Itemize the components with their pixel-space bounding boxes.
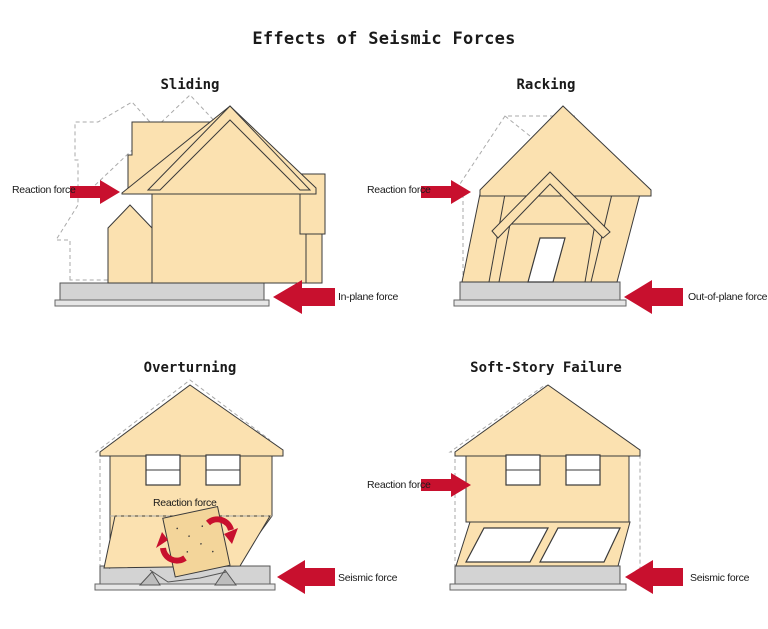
front-gable [146, 105, 312, 191]
rotation-arrow-bottom [160, 547, 187, 564]
label-out-of-plane-force: Out-of-plane force [688, 291, 768, 303]
seismic-force-arrow [277, 560, 335, 594]
main-wall [151, 191, 309, 284]
label-seismic-force: Seismic force [338, 572, 398, 584]
house-racking [451, 105, 652, 307]
foundation-footing [94, 583, 276, 591]
label-reaction-force: Reaction force [153, 497, 217, 509]
roof [479, 105, 652, 197]
roof [99, 384, 284, 457]
ghost-outline [448, 384, 641, 568]
garage-opening-right [539, 527, 621, 563]
foundation-footing [453, 299, 627, 307]
label-reaction-force: Reaction force [367, 184, 431, 196]
in-plane-force-arrow [273, 280, 335, 314]
ghost-outline [451, 115, 575, 282]
foundation-footing [449, 583, 627, 591]
right-block [305, 231, 323, 284]
label-in-plane-force: In-plane force [338, 291, 399, 303]
foundation [454, 565, 621, 586]
rotation-arrow-top [205, 516, 234, 531]
reaction-force-arrow [421, 473, 471, 497]
foundation [459, 281, 621, 302]
left-wing [107, 204, 153, 284]
porch-roof [491, 171, 611, 239]
reaction-force-arrow [70, 180, 120, 204]
garage-opening-left [465, 527, 549, 563]
foundation-footing [54, 299, 270, 307]
label-reaction-force: Reaction force [12, 184, 76, 196]
house-sliding [54, 94, 326, 307]
out-of-plane-force-arrow [624, 280, 683, 314]
foundation [59, 282, 265, 302]
diagram-title: Effects of Seismic Forces [252, 29, 516, 49]
panel-title-overturning: Overturning [143, 360, 237, 376]
reaction-force-arrow [421, 180, 471, 204]
label-seismic-force: Seismic force [690, 572, 750, 584]
panel-title-soft-story: Soft-Story Failure [470, 360, 622, 376]
upper-wall [465, 451, 630, 523]
roof [454, 384, 641, 457]
panel-title-racking: Racking [516, 77, 576, 93]
label-reaction-force: Reaction force [367, 479, 431, 491]
panel-title-sliding: Sliding [160, 77, 220, 93]
house-soft-story [448, 384, 641, 591]
door-opening [527, 237, 566, 283]
house-overturning [94, 379, 284, 591]
seismic-force-arrow [625, 560, 683, 594]
ghost-outline [94, 379, 271, 568]
